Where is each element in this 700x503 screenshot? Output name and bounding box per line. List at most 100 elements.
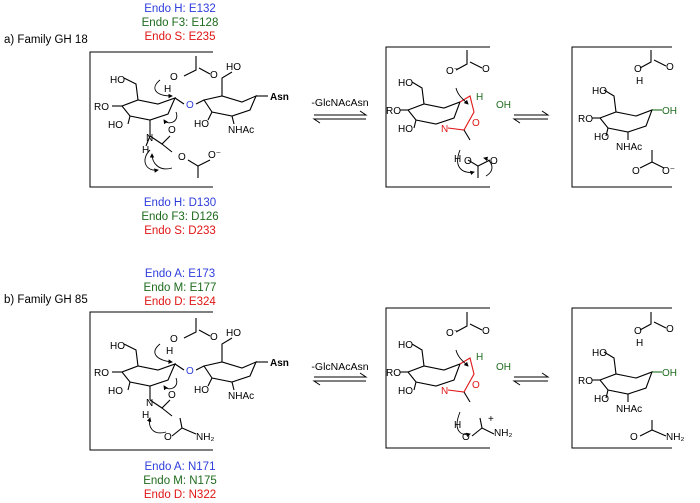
panel-b-bottom-residue-endo-m: Endo M: N175 [143,475,217,487]
asn-label-a1: Asn [270,92,289,103]
o-label-a2: O [472,118,480,129]
ho2-label-b1: HO [108,386,123,397]
o-label-a3: O [634,64,642,75]
o-label-b1-acid: O [170,334,178,345]
oxazoline-b2-labels: HO RO HO N O H OH O⁻ O H O NH₂ + [386,326,512,443]
glycosidic-o-label-b1: O [186,366,194,377]
active-site-box-a3 [571,46,672,188]
oh-label-b2: OH [496,362,511,373]
o-label-b1-amide: O [168,390,176,401]
nhac-label-a1: NHAc [228,125,254,136]
ho-label-b3: HO [592,348,607,359]
o-label-a1-amide: O [168,125,176,136]
panel-b-top-residue-endo-d: Endo D: E324 [144,296,216,308]
h-label-b1-acid: H [166,346,173,357]
plus-label-b2: + [488,414,494,425]
panel-a-bottom-residue-endo-s: Endo S: D233 [144,225,216,237]
panel-b-top-residue-endo-a: Endo A: E173 [144,268,216,280]
panel-a-bottom-residue-endo-f3: Endo F3: D126 [141,211,219,223]
panel-a-arrow-label: -GlcNAcAsn [311,97,369,109]
n-label-b2: N [441,386,448,397]
o-minus-label-b2: O⁻ [446,328,459,339]
h2-label-b2: H [454,420,461,431]
o-minus-label-a3: O⁻ [662,166,675,177]
oxazoline-b2 [400,312,495,437]
ho2-label-b2: HO [398,386,413,397]
panel-a-top-residue-endo-s: Endo S: E235 [144,31,216,43]
o2-label-a2: O [464,156,472,167]
substrate-b1 [112,318,268,437]
o-label-a1-acid: O [170,72,178,83]
h-label-b1: H [142,410,149,421]
ho3-label-a1: HO [226,62,241,73]
panel-b-title: b) Family GH 85 [4,294,88,306]
panel-a-bottom-residue-endo-h: Endo H: D130 [143,197,217,209]
h-label-a1-acid: H [164,84,171,95]
nh2-label-b2: NH₂ [494,428,512,439]
nhac-label-b3: NHAc [616,404,642,415]
substrate-a1 [112,56,268,178]
curved-arrows-b1 [146,343,178,434]
oh-label-a2: OH [496,100,511,111]
o2-label-b1-acid: O [210,332,218,343]
panel-b-top-residue-endo-m: Endo M: E177 [143,282,217,294]
ho2-label-a2: HO [398,124,413,135]
glycosidic-o-label-a1: O [186,100,194,111]
ho-label-a2: HO [398,78,413,89]
ho4-label-b1: HO [194,385,209,396]
ho2-label-a3: HO [594,132,609,143]
ho-label-a1: HO [110,75,125,86]
o3-label-a3: O [632,166,640,177]
panel-a-top-residue-endo-f3: Endo F3: E128 [141,17,219,29]
active-site-box-b3 [571,307,672,449]
ro-label-b3: RO [578,376,593,387]
o-minus-label-a2: O⁻ [446,66,459,77]
nh2-label-b3: NH₂ [666,432,684,443]
o-label-b1-amide2: O [164,432,172,443]
nhac-label-a3: NHAc [616,142,642,153]
o-minus-label-a1: O⁻ [208,150,221,161]
n-label-b1: N [146,398,153,409]
h-label-a3: H [636,76,643,87]
product-a3-labels: HO RO HO OH NHAc O H O O O⁻ [578,62,677,177]
nh2-label-b1: NH₂ [196,432,214,443]
curved-arrows-a2 [455,87,493,177]
nhac-label-b1: NHAc [228,391,254,402]
ro-label-a3: RO [578,114,593,125]
ro-label-b1: RO [94,368,109,379]
curved-arrows-b2 [455,349,471,438]
ho-label-b2: HO [398,340,413,351]
o3-label-a2: O [490,156,498,167]
curved-arrows-a1 [144,79,178,173]
panel-b-bottom-residue-endo-a: Endo A: N171 [144,461,216,473]
ho2-label-b3: HO [594,394,609,405]
product-b3 [592,312,667,437]
ho2-label-a1: HO [108,120,123,131]
oxazoline-a2-labels: HO RO HO N O H OH O⁻ O H O O [386,64,511,167]
h-label-a1: H [142,145,149,156]
ro-label-a2: RO [386,106,401,117]
panel-b-arrow-label: -GlcNAcAsn [311,361,369,373]
o2-label-a1-acid: O [210,70,218,81]
ho4-label-a1: HO [194,119,209,130]
panel-a-title: a) Family GH 18 [4,34,88,46]
panel-a-top-residue-endo-h: Endo H: E132 [144,3,216,15]
oxazoline-a2 [400,50,491,178]
ho-label-b1: HO [110,341,125,352]
oh-label-b3: OH [662,368,677,379]
ro-label-b2: RO [386,368,401,379]
ho-label-a3: HO [592,86,607,97]
equilibrium-arrows [312,110,550,386]
o-label-b2: O [472,380,480,391]
active-site-box-b1 [89,311,213,451]
h-label-b2: H [476,352,483,363]
substrate-b1-labels: HO RO HO N H O O HO HO NHAc Asn O H O O … [94,328,289,443]
ro-label-a1: RO [94,102,109,113]
active-site-box-a2 [385,46,490,188]
o-label-b2-acid: O [482,326,490,337]
o2-label-b2: O [462,432,470,443]
o-label-a2-acid: O [482,64,490,75]
o2-label-a3: O [666,62,674,73]
o2-label-b3: O [666,324,674,335]
